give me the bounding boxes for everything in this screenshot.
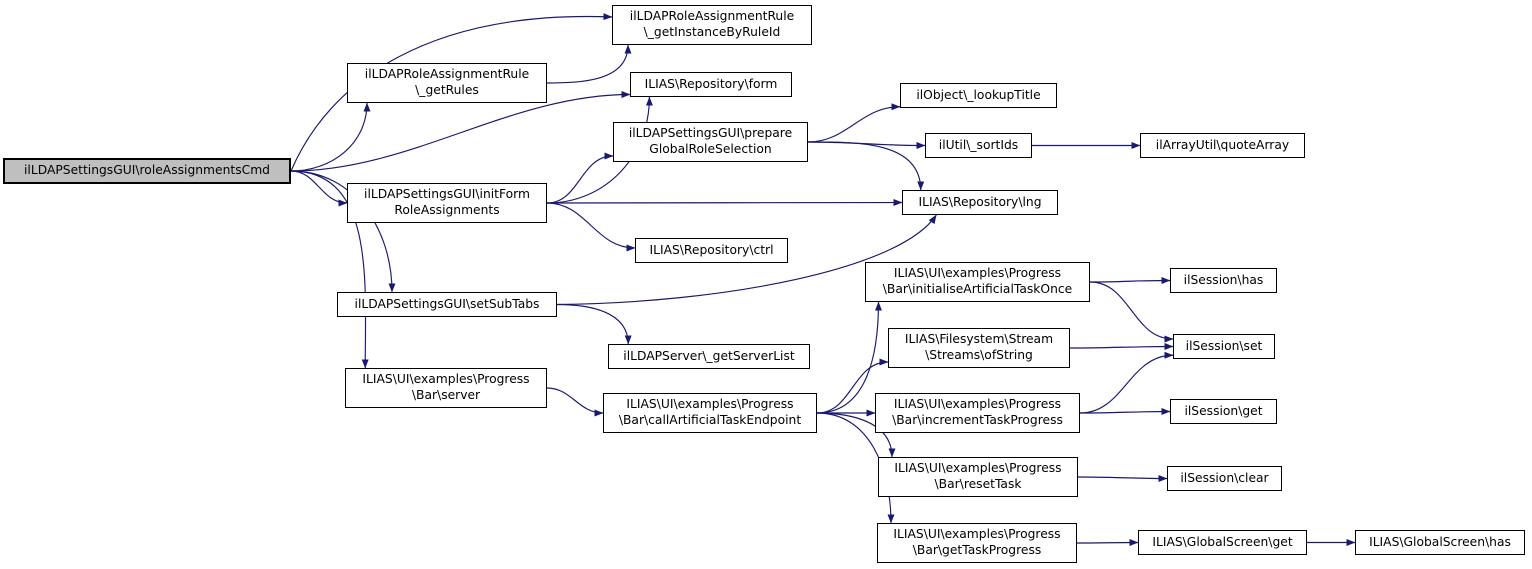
node-label: \Bar\getTaskProgress — [912, 543, 1042, 557]
node-label: \_getRules — [415, 83, 479, 97]
node-label: ilLDAPSettingsGUI\prepare — [628, 126, 793, 141]
node-label: ilSession\set — [1185, 338, 1263, 353]
node-getInstanceByRuleId[interactable]: ilLDAPRoleAssignmentRule\_getInstanceByR… — [612, 5, 812, 45]
node-label: RoleAssignments — [394, 203, 500, 217]
node-label: ilSession\clear — [1180, 470, 1269, 485]
node-label: ILIAS\GlobalScreen\get — [1152, 534, 1293, 549]
node-label: ilObject\_lookupTitle — [916, 87, 1041, 102]
edge-initFormRoleAssignments--prepareGlobalRoleSelection — [546, 152, 614, 204]
node-globalScreenHas[interactable]: ILIAS\GlobalScreen\has — [1355, 530, 1525, 555]
node-getTaskProgress[interactable]: ILIAS\UI\examples\Progress\Bar\getTaskPr… — [877, 523, 1077, 563]
edge-server--callArtificialTaskEndpoint — [546, 387, 604, 417]
node-label: \_getInstanceByRuleId — [643, 25, 781, 39]
node-sessionSet[interactable]: ilSession\set — [1173, 334, 1275, 359]
node-label: \Bar\initialiseArtificialTaskOnce — [882, 282, 1073, 296]
node-ofString[interactable]: ILIAS\Filesystem\Stream\Streams\ofString — [888, 328, 1070, 368]
edge-initFormRoleAssignments--ctrl — [546, 202, 636, 252]
node-getServerList[interactable]: ilLDAPServer\_getServerList — [608, 344, 810, 369]
node-label: ILIAS\UI\examples\Progress — [893, 266, 1062, 281]
node-label: \Bar\resetTask — [934, 477, 1022, 491]
edge-incrementTaskProgress--sessionSet — [1079, 351, 1174, 414]
node-label: ILIAS\GlobalScreen\has — [1369, 534, 1511, 549]
node-sortIds[interactable]: ilUtil\_sortIds — [925, 133, 1032, 158]
node-quoteArray[interactable]: ilArrayUtil\quoteArray — [1140, 133, 1305, 158]
node-label: ILIAS\Repository\ctrl — [649, 242, 774, 257]
edge-getTaskProgress--globalScreenGet — [1076, 539, 1139, 547]
node-label: ilSession\has — [1183, 272, 1264, 287]
edge-callArtificialTaskEndpoint--initialiseArtificialTaskOnce — [816, 301, 882, 414]
node-label: ilLDAPServer\_getServerList — [623, 348, 795, 363]
edge-resetTask--sessionClear — [1077, 474, 1168, 482]
node-label: ilLDAPSettingsGUI\roleAssignmentsCmd — [24, 163, 270, 177]
edge-setSubTabs--getServerList — [556, 303, 632, 345]
node-label: ilLDAPSettingsGUI\setSubTabs — [354, 296, 540, 311]
node-resetTask[interactable]: ILIAS\UI\examples\Progress\Bar\resetTask — [878, 457, 1078, 497]
edge-roleAssignmentsCmd--getRules — [290, 102, 371, 172]
edge-incrementTaskProgress--sessionGet — [1079, 408, 1171, 416]
node-ctrl[interactable]: ILIAS\Repository\ctrl — [635, 238, 788, 263]
edge-getRules--getInstanceByRuleId — [546, 44, 632, 84]
node-label: ILIAS\Filesystem\Stream — [904, 332, 1054, 347]
edge-callArtificialTaskEndpoint--getTaskProgress — [816, 412, 895, 524]
edge-initFormRoleAssignments--form — [546, 96, 653, 204]
node-label: ILIAS\UI\examples\Progress — [626, 397, 794, 412]
node-label: ilLDAPRoleAssignmentRule — [629, 9, 795, 24]
edge-ofString--sessionSet — [1069, 343, 1174, 351]
node-label: ilLDAPSettingsGUI\initForm — [364, 187, 530, 202]
edge-initialiseArtificialTaskOnce--sessionHas — [1089, 277, 1171, 285]
node-sessionHas[interactable]: ilSession\has — [1170, 268, 1277, 293]
node-lookupTitle[interactable]: ilObject\_lookupTitle — [900, 83, 1057, 108]
edge-roleAssignmentsCmd--getInstanceByRuleId — [290, 13, 613, 172]
node-sessionClear[interactable]: ilSession\clear — [1167, 466, 1282, 491]
edge-setSubTabs--lng — [556, 214, 937, 306]
node-sessionGet[interactable]: ilSession\get — [1170, 399, 1277, 424]
node-label: \Bar\callArtificialTaskEndpoint — [618, 413, 802, 427]
node-setSubTabs[interactable]: ilLDAPSettingsGUI\setSubTabs — [337, 292, 557, 317]
edge-prepareGlobalRoleSelection--lng — [807, 141, 925, 191]
edge-prepareGlobalRoleSelection--lookupTitle — [807, 103, 901, 143]
node-label: ILIAS\UI\examples\Progress — [362, 372, 530, 387]
edge-roleAssignmentsCmd--form — [290, 91, 631, 172]
node-label: ilSession\get — [1184, 403, 1263, 418]
node-label: ILIAS\UI\examples\Progress — [893, 527, 1061, 542]
edge-callArtificialTaskEndpoint--ofString — [816, 358, 889, 414]
node-form[interactable]: ILIAS\Repository\form — [630, 72, 792, 97]
edge-initialiseArtificialTaskOnce--sessionSet — [1089, 281, 1174, 343]
node-label: \Bar\incrementTaskProgress — [892, 413, 1063, 427]
node-getRules[interactable]: ilLDAPRoleAssignmentRule\_getRules — [347, 63, 547, 103]
edge-roleAssignmentsCmd--server — [290, 170, 369, 369]
node-label: ILIAS\Repository\lng — [918, 194, 1042, 209]
edge-roleAssignmentsCmd--initFormRoleAssignments — [290, 170, 348, 207]
node-roleAssignmentsCmd: ilLDAPSettingsGUI\roleAssignmentsCmd — [3, 158, 291, 184]
node-label: ILIAS\Repository\form — [644, 76, 778, 91]
node-label: ILIAS\UI\examples\Progress — [894, 461, 1062, 476]
node-server[interactable]: ILIAS\UI\examples\Progress\Bar\server — [345, 368, 547, 408]
node-lng[interactable]: ILIAS\Repository\lng — [902, 190, 1058, 215]
node-label: \Streams\ofString — [925, 348, 1033, 362]
node-globalScreenGet[interactable]: ILIAS\GlobalScreen\get — [1138, 530, 1307, 555]
node-label: ilLDAPRoleAssignmentRule — [364, 67, 530, 82]
node-label: \Bar\server — [411, 388, 481, 402]
node-callArtificialTaskEndpoint[interactable]: ILIAS\UI\examples\Progress\Bar\callArtif… — [603, 393, 817, 433]
node-incrementTaskProgress[interactable]: ILIAS\UI\examples\Progress\Bar\increment… — [875, 393, 1080, 433]
edge-initFormRoleAssignments--lng — [546, 199, 903, 207]
node-label: ILIAS\UI\examples\Progress — [893, 397, 1062, 412]
node-label: GlobalRoleSelection — [649, 142, 772, 156]
node-label: ilArrayUtil\quoteArray — [1155, 137, 1290, 152]
node-label: ilUtil\_sortIds — [938, 137, 1019, 152]
node-initialiseArtificialTaskOnce[interactable]: ILIAS\UI\examples\Progress\Bar\initialis… — [865, 262, 1090, 302]
